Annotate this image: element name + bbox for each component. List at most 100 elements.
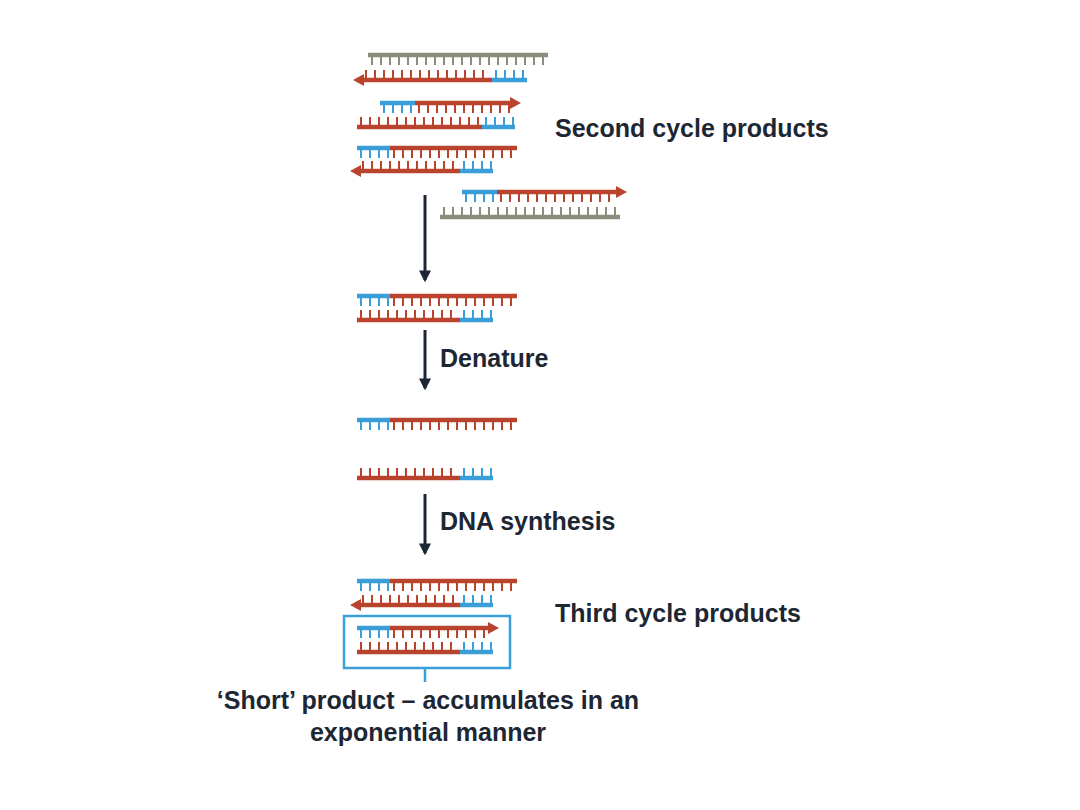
base-tick xyxy=(495,70,497,80)
base-tick xyxy=(396,117,398,127)
base-tick xyxy=(369,310,371,320)
base-tick xyxy=(465,192,467,202)
base-tick xyxy=(481,642,483,652)
base-tick xyxy=(492,192,494,202)
base-tick xyxy=(510,581,512,591)
base-tick xyxy=(369,468,371,478)
base-tick xyxy=(432,468,434,478)
base-tick xyxy=(410,103,412,113)
base-tick xyxy=(497,207,499,217)
base-tick xyxy=(504,70,506,80)
base-tick xyxy=(387,468,389,478)
base-tick xyxy=(463,642,465,652)
base-tick xyxy=(506,207,508,217)
base-tick xyxy=(405,310,407,320)
base-tick xyxy=(360,117,362,127)
base-tick xyxy=(418,103,420,113)
base-tick xyxy=(378,117,380,127)
base-tick xyxy=(371,161,373,171)
base-tick xyxy=(438,148,440,158)
base-tick xyxy=(473,70,475,80)
base-tick xyxy=(518,192,520,202)
base-tick xyxy=(416,595,418,605)
base-tick xyxy=(533,207,535,217)
base-tick xyxy=(369,628,371,638)
base-tick xyxy=(378,642,380,652)
base-tick xyxy=(524,55,526,65)
base-tick xyxy=(472,161,474,171)
base-tick xyxy=(360,581,362,591)
base-tick xyxy=(441,310,443,320)
base-tick xyxy=(423,468,425,478)
base-tick xyxy=(378,148,380,158)
base-tick xyxy=(387,581,389,591)
base-tick xyxy=(472,103,474,113)
base-tick xyxy=(414,310,416,320)
base-tick xyxy=(501,581,503,591)
base-tick xyxy=(455,70,457,80)
dna-strand xyxy=(357,310,493,320)
base-tick xyxy=(492,148,494,158)
base-tick xyxy=(429,628,431,638)
dna-strand xyxy=(357,420,517,430)
base-tick xyxy=(533,55,535,65)
base-tick xyxy=(456,148,458,158)
base-tick xyxy=(369,117,371,127)
base-tick xyxy=(465,148,467,158)
base-tick xyxy=(578,207,580,217)
base-tick xyxy=(450,310,452,320)
base-tick xyxy=(429,581,431,591)
base-tick xyxy=(369,642,371,652)
base-tick xyxy=(463,103,465,113)
base-tick xyxy=(407,161,409,171)
base-tick xyxy=(465,420,467,430)
base-tick xyxy=(383,70,385,80)
base-tick xyxy=(445,103,447,113)
base-tick xyxy=(427,103,429,113)
base-tick xyxy=(402,628,404,638)
base-tick xyxy=(497,55,499,65)
base-tick xyxy=(490,468,492,478)
process-arrow xyxy=(424,195,427,280)
base-tick xyxy=(420,581,422,591)
strand-arrowhead xyxy=(510,97,521,109)
base-tick xyxy=(437,70,439,80)
base-tick xyxy=(596,207,598,217)
base-tick xyxy=(450,117,452,127)
base-tick xyxy=(371,55,373,65)
base-tick xyxy=(414,117,416,127)
base-tick xyxy=(450,642,452,652)
strand-arrowhead xyxy=(616,186,627,198)
base-tick xyxy=(416,55,418,65)
base-tick xyxy=(463,161,465,171)
base-tick xyxy=(402,420,404,430)
base-tick xyxy=(501,296,503,306)
base-tick xyxy=(378,468,380,478)
base-tick xyxy=(389,595,391,605)
strand-backbone xyxy=(357,476,460,481)
base-tick xyxy=(425,595,427,605)
base-tick xyxy=(456,420,458,430)
base-tick xyxy=(512,117,514,127)
base-tick xyxy=(465,296,467,306)
base-tick xyxy=(454,103,456,113)
base-tick xyxy=(500,192,502,202)
base-tick xyxy=(360,642,362,652)
base-tick xyxy=(393,581,395,591)
base-tick xyxy=(524,207,526,217)
base-tick xyxy=(441,468,443,478)
base-tick xyxy=(360,628,362,638)
base-tick xyxy=(396,642,398,652)
base-tick xyxy=(423,642,425,652)
base-tick xyxy=(477,117,479,127)
base-tick xyxy=(438,420,440,430)
base-tick xyxy=(402,296,404,306)
step-label: Denature xyxy=(440,342,548,374)
base-tick xyxy=(545,192,547,202)
base-tick xyxy=(432,642,434,652)
base-tick xyxy=(482,70,484,80)
base-tick xyxy=(481,310,483,320)
base-tick xyxy=(420,628,422,638)
base-tick xyxy=(393,148,395,158)
